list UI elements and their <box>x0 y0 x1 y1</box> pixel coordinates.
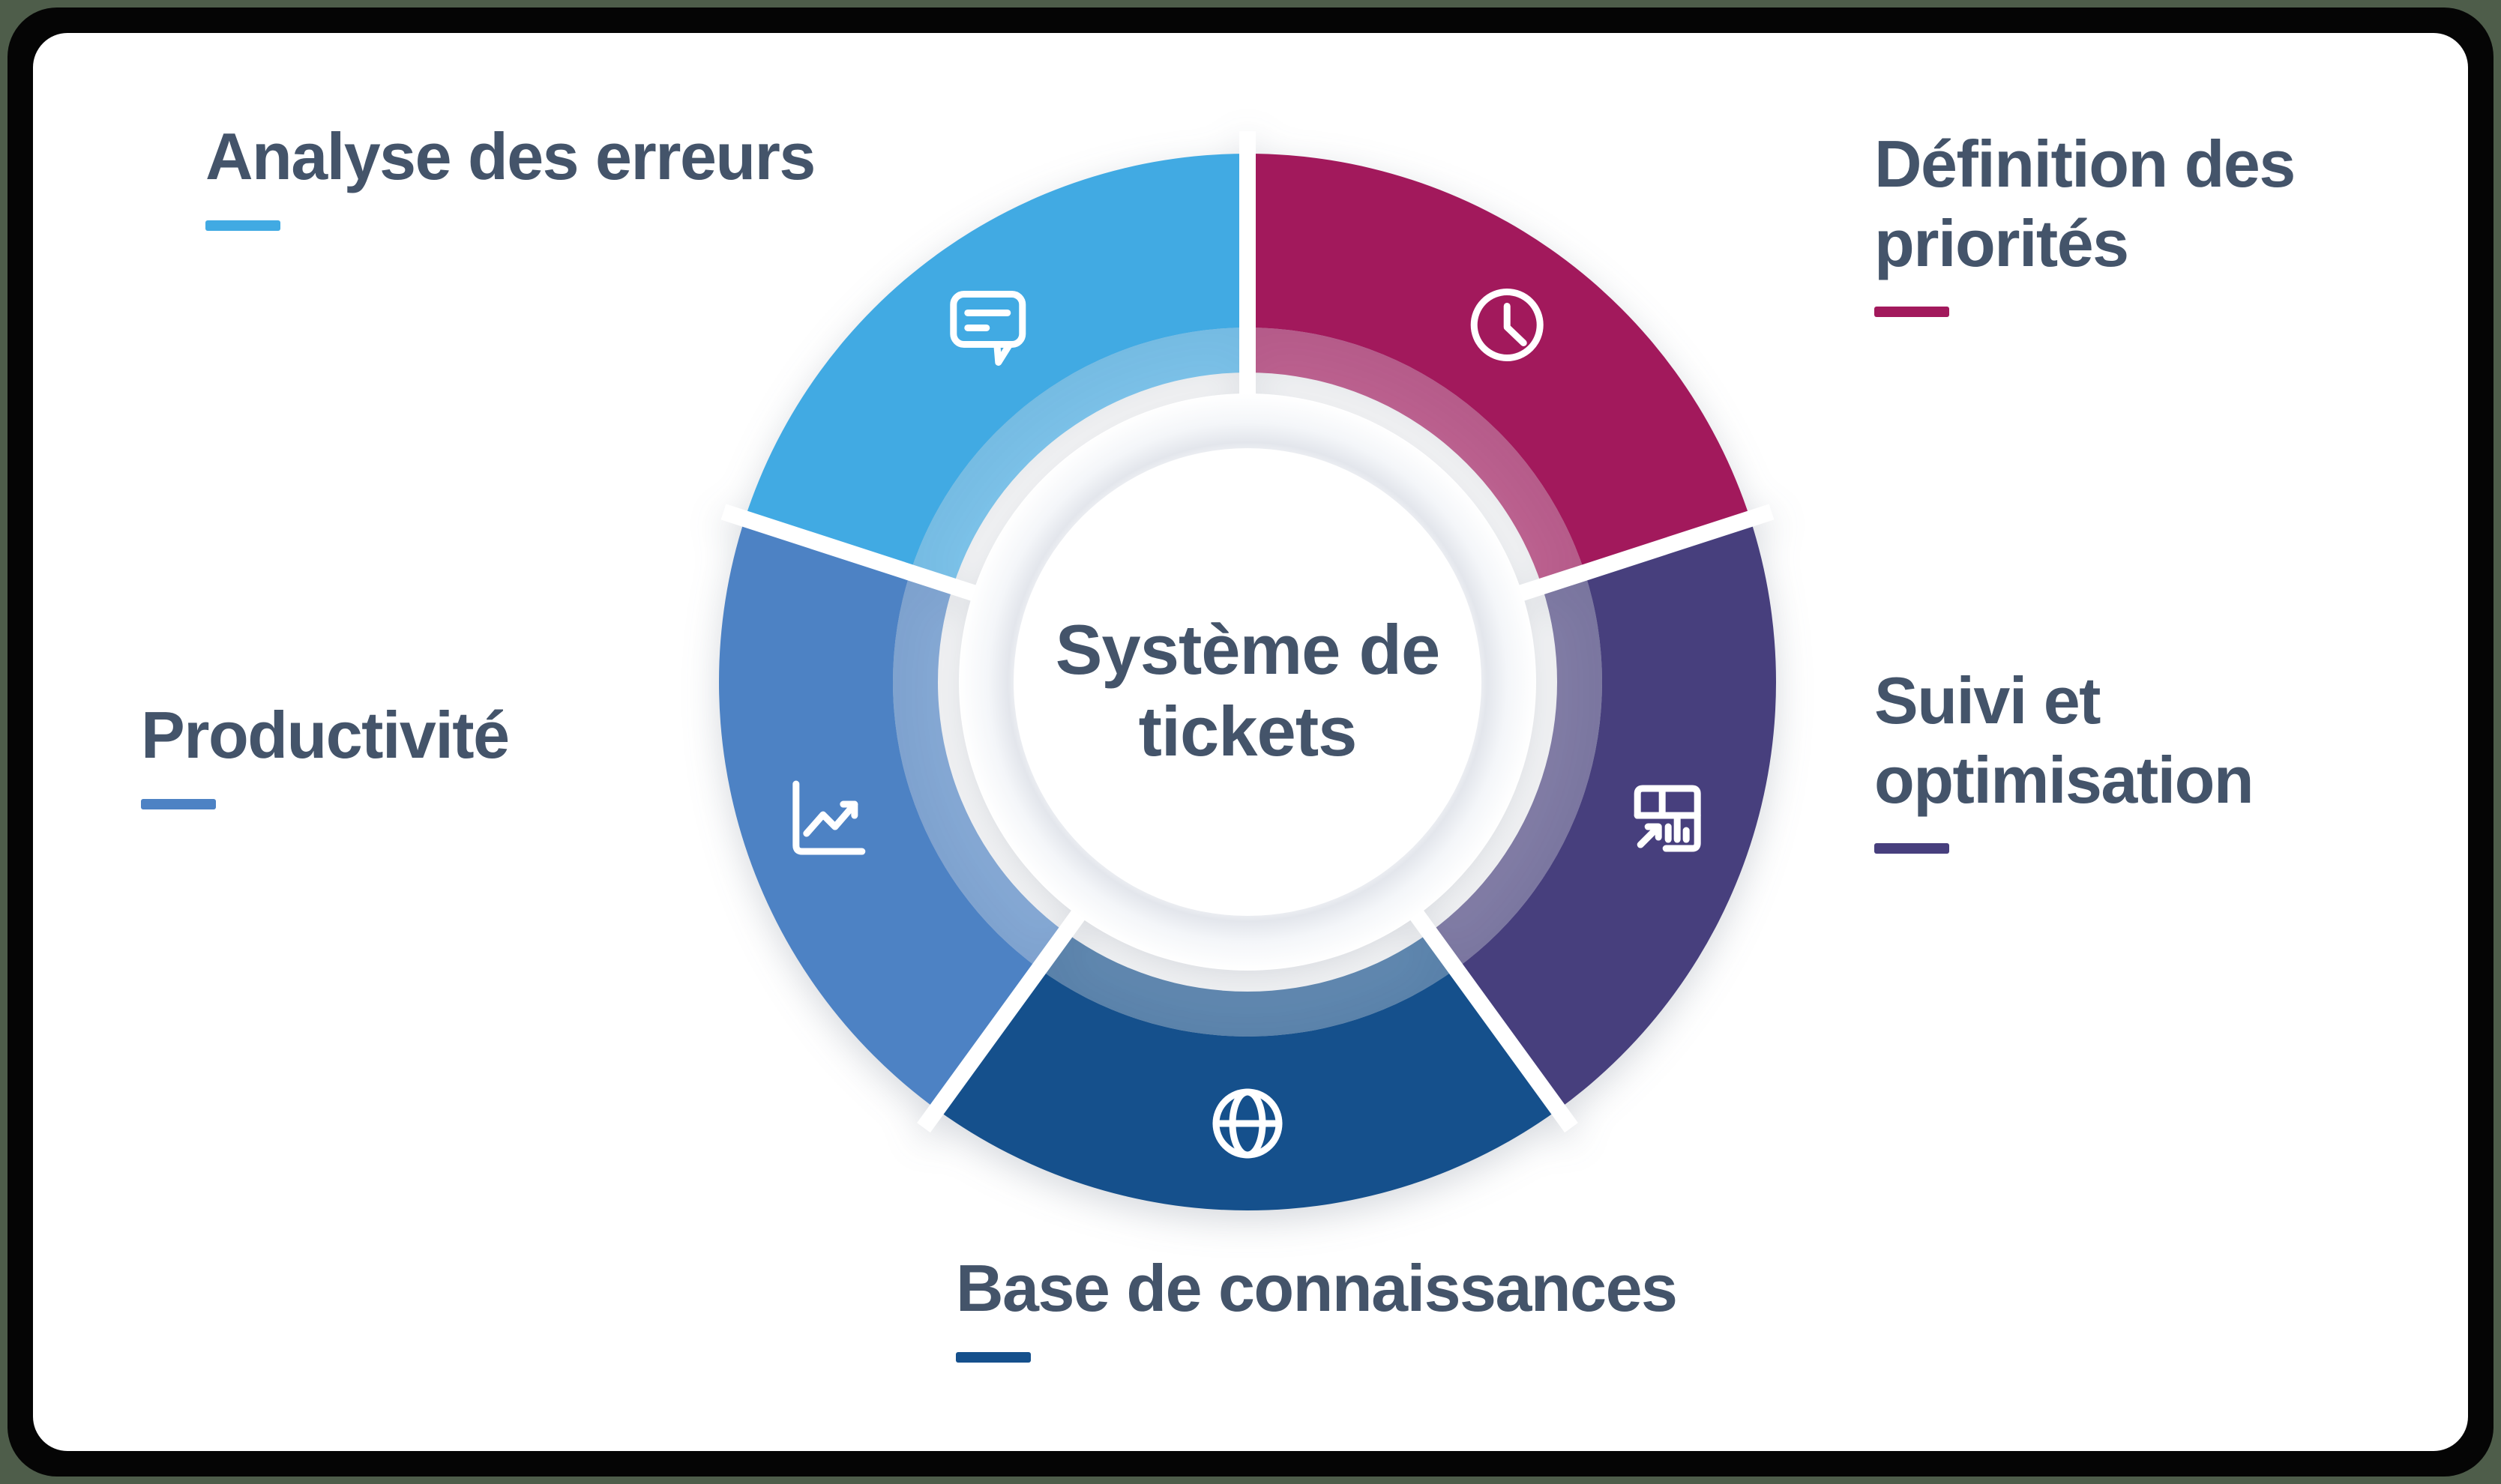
segment-inner-band <box>1038 932 1457 1037</box>
center-title: Système de tickets <box>1055 610 1441 771</box>
clock-icon <box>1470 288 1544 361</box>
underline-suivi-et-optimisation <box>1874 843 1949 854</box>
underline-productivite <box>141 798 216 809</box>
label-base-de-connaissances: Base de connaissances <box>956 1251 1678 1325</box>
label-block-productivite: Productivité <box>141 696 666 809</box>
segment-divider <box>917 909 1086 1133</box>
label-block-analyse-des-erreurs: Analyse des erreurs <box>205 117 955 231</box>
donut-root <box>718 131 1776 1210</box>
segment-inner-band <box>1248 328 1585 587</box>
segment-outer-band <box>718 519 1039 1110</box>
segment-2 <box>1429 519 1776 1110</box>
line-chart-icon <box>792 780 866 855</box>
center-circle <box>1014 448 1481 916</box>
label-productivite: Productivité <box>141 698 510 772</box>
segment-inner-band <box>910 328 1248 587</box>
label-block-definition-des-priorites: Définition des priorités <box>1874 124 2399 318</box>
speech-bubble-icon <box>950 290 1026 366</box>
segment-inner-band <box>893 572 1066 969</box>
underline-base-de-connaissances <box>956 1351 1031 1363</box>
segment-4 <box>718 519 1066 1110</box>
segment-divider <box>1517 504 1775 602</box>
label-block-suivi-et-optimisation: Suivi et optimisation <box>1874 661 2309 854</box>
label-analyse-des-erreurs: Analyse des erreurs <box>205 119 816 193</box>
dashboard-growth-icon <box>1634 785 1701 852</box>
label-suivi-et-optimisation: Suivi et optimisation <box>1874 663 2254 817</box>
label-definition-des-priorites: Définition des priorités <box>1874 127 2296 280</box>
segment-0 <box>744 153 1248 587</box>
globe-icon <box>1212 1088 1283 1159</box>
label-block-base-de-connaissances: Base de connaissances <box>956 1249 1856 1363</box>
segment-divider <box>720 504 978 602</box>
segment-outer-band <box>1248 154 1751 573</box>
segment-3 <box>936 932 1559 1210</box>
segment-inner-band <box>1429 572 1602 969</box>
segment-divider <box>1409 909 1578 1133</box>
underline-definition-des-priorites <box>1874 307 1949 318</box>
segment-outer-band <box>1456 519 1776 1110</box>
segment-1 <box>1248 154 1751 587</box>
underline-analyse-des-erreurs <box>205 220 280 231</box>
